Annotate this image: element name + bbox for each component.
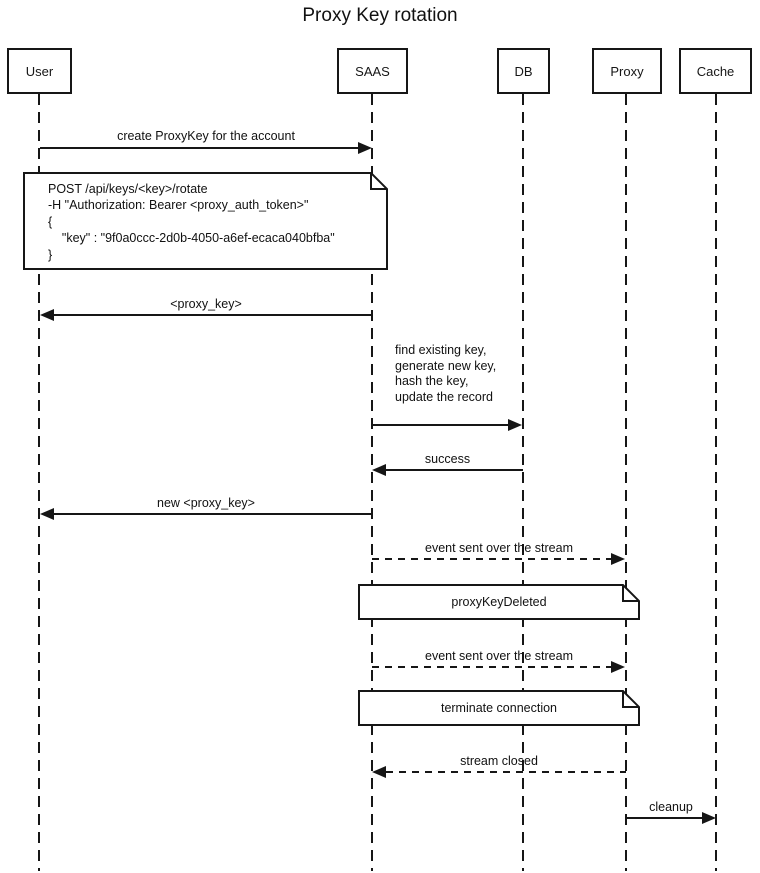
participant-box-user: User <box>7 48 72 94</box>
note-request-line: } <box>48 247 53 262</box>
message-create-proxykey-label: create ProxyKey for the account <box>117 129 295 143</box>
message-stream-closed-line <box>386 771 626 773</box>
arrowhead-right-icon <box>611 553 625 565</box>
message-db-update-line <box>372 424 508 426</box>
lifeline-user <box>38 94 40 871</box>
message-new-proxy-key-label: new <proxy_key> <box>157 496 255 510</box>
arrowhead-right-icon <box>702 812 716 824</box>
message-event-stream-1-label: event sent over the stream <box>425 541 573 555</box>
message-new-proxy-key-line <box>54 513 372 515</box>
lifeline-cache <box>715 94 717 871</box>
message-proxy-key-line <box>54 314 372 316</box>
message-proxy-key-label: <proxy_key> <box>170 297 242 311</box>
message-cleanup-line <box>626 817 702 819</box>
note-request: POST /api/keys/<key>/rotate -H "Authoriz… <box>23 172 388 270</box>
arrowhead-left-icon <box>372 766 386 778</box>
arrowhead-left-icon <box>40 309 54 321</box>
note-request-line: { <box>48 214 53 229</box>
diagram-title: Proxy Key rotation <box>302 5 458 26</box>
db-operations-line: hash the key, <box>395 374 469 388</box>
arrowhead-left-icon <box>40 508 54 520</box>
lifeline-db <box>522 94 524 871</box>
message-success-label: success <box>424 452 471 466</box>
lifeline-saas <box>371 94 373 871</box>
message-cleanup-label: cleanup <box>649 800 693 814</box>
participant-label-proxy: Proxy <box>610 63 644 79</box>
db-operations-line: generate new key, <box>395 358 497 373</box>
participant-box-proxy: Proxy <box>592 48 662 94</box>
note-request-line: POST /api/keys/<key>/rotate <box>48 182 208 196</box>
message-event-stream-2-label: event sent over the stream <box>425 649 573 663</box>
note-terminate-connection: terminate connection <box>358 690 640 726</box>
arrowhead-right-icon <box>508 419 522 431</box>
db-operations-text: find existing key, generate new key, has… <box>395 343 496 405</box>
lifeline-proxy <box>625 94 627 871</box>
participant-label-user: User <box>25 63 54 79</box>
participant-label-db: DB <box>514 63 533 79</box>
participant-box-cache: Cache <box>679 48 752 94</box>
participant-box-saas: SAAS <box>337 48 408 94</box>
arrowhead-right-icon <box>358 142 372 154</box>
message-stream-closed-label: stream closed <box>460 754 538 768</box>
note-request-line: -H "Authorization: Bearer <proxy_auth_to… <box>48 198 309 213</box>
note-request-line: "key" : "9f0a0ccc-2d0b-4050-a6ef-ecaca04… <box>48 231 335 246</box>
message-event-stream-1-line <box>372 558 611 560</box>
note-terminate-connection-text: terminate connection <box>440 701 558 715</box>
participant-box-db: DB <box>497 48 550 94</box>
note-request-text: POST /api/keys/<key>/rotate -H "Authoriz… <box>48 181 380 263</box>
message-create-proxykey-line <box>40 147 358 149</box>
note-proxy-key-deleted: proxyKeyDeleted <box>358 584 640 620</box>
message-event-stream-2-line <box>372 666 611 668</box>
participant-label-cache: Cache <box>696 63 735 79</box>
db-operations-line: update the record <box>395 389 493 404</box>
arrowhead-left-icon <box>372 464 386 476</box>
message-success-line <box>386 469 523 471</box>
db-operations-line: find existing key, <box>395 343 487 357</box>
note-proxy-key-deleted-text: proxyKeyDeleted <box>451 595 547 609</box>
arrowhead-right-icon <box>611 661 625 673</box>
participant-label-saas: SAAS <box>355 63 390 79</box>
